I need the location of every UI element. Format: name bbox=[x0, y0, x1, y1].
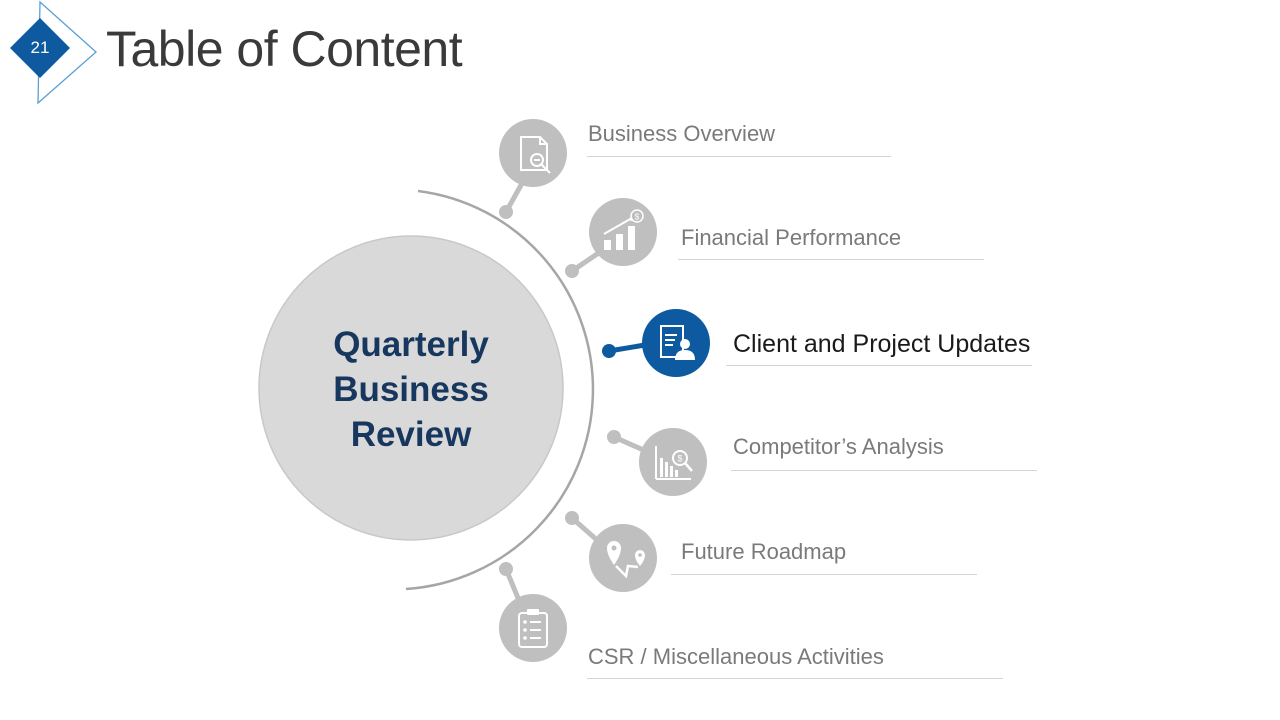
client-profile-icon bbox=[660, 325, 695, 360]
svg-text:$: $ bbox=[635, 213, 640, 222]
item-competitors-analysis-label[interactable]: Competitor’s Analysis bbox=[733, 434, 944, 459]
page-title: Table of Content bbox=[106, 21, 463, 77]
market-analysis-icon: $ bbox=[655, 446, 693, 480]
item-business-overview-label[interactable]: Business Overview bbox=[588, 121, 776, 146]
item-csr-activities-label[interactable]: CSR / Miscellaneous Activities bbox=[588, 644, 884, 669]
item-divider bbox=[678, 259, 984, 260]
growth-chart-icon: $ bbox=[603, 209, 644, 250]
item-divider bbox=[731, 470, 1037, 471]
route-map-icon bbox=[607, 541, 645, 579]
document-search-icon bbox=[520, 136, 551, 174]
item-financial-performance-node[interactable]: $ bbox=[565, 198, 657, 278]
item-future-roadmap-node[interactable] bbox=[565, 511, 657, 592]
item-client-project-updates-node[interactable] bbox=[602, 309, 710, 377]
item-client-project-updates-label[interactable]: Client and Project Updates bbox=[733, 330, 1031, 358]
item-competitors-analysis-node[interactable]: $ bbox=[607, 428, 707, 496]
checklist-clipboard-icon bbox=[518, 609, 548, 648]
page-number: 21 bbox=[30, 38, 50, 57]
item-divider bbox=[587, 156, 891, 157]
item-business-overview-node[interactable] bbox=[499, 119, 567, 219]
center-circle bbox=[258, 235, 564, 541]
item-csr-activities-node[interactable] bbox=[499, 562, 567, 662]
timeline-arc bbox=[405, 189, 595, 591]
center-title: Quarterly Business Review bbox=[270, 322, 552, 457]
item-divider bbox=[587, 678, 1003, 679]
item-divider bbox=[671, 574, 977, 575]
item-future-roadmap-label[interactable]: Future Roadmap bbox=[681, 539, 847, 564]
center-title-line-3: Review bbox=[350, 415, 472, 454]
svg-text:$: $ bbox=[677, 454, 682, 464]
center-title-line-1: Quarterly bbox=[333, 325, 489, 364]
item-divider bbox=[726, 365, 1032, 366]
item-financial-performance-label[interactable]: Financial Performance bbox=[681, 225, 902, 250]
slide-number-badge bbox=[10, 0, 97, 105]
center-title-line-2: Business bbox=[333, 370, 489, 409]
